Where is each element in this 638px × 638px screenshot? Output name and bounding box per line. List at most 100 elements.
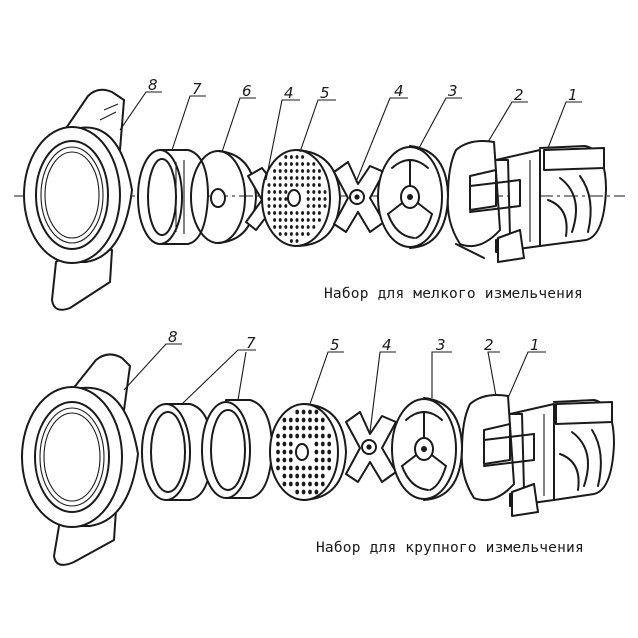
grid-hole bbox=[301, 176, 305, 180]
grid-hole bbox=[306, 232, 310, 236]
grid-hole bbox=[301, 425, 306, 431]
grid-hole bbox=[306, 169, 310, 173]
grid-hole bbox=[288, 473, 293, 479]
part-spoke-grid-top bbox=[377, 145, 449, 249]
grid-hole bbox=[289, 225, 293, 229]
callout-bottom-8: 8 bbox=[168, 328, 178, 346]
grid-hole bbox=[317, 176, 321, 180]
leaders-top bbox=[119, 91, 582, 183]
grid-hole bbox=[301, 225, 305, 229]
callout-top-4a: 4 bbox=[284, 84, 294, 102]
grid-hole bbox=[306, 183, 310, 187]
part-ring-top bbox=[137, 149, 209, 245]
grid-hole bbox=[288, 457, 293, 463]
grid-hole bbox=[308, 417, 312, 423]
grid-hole bbox=[289, 232, 293, 236]
grid-hole bbox=[273, 190, 277, 194]
grid-hole bbox=[306, 190, 310, 194]
grid-hole bbox=[278, 211, 282, 215]
callout-top-7: 7 bbox=[192, 80, 202, 98]
grid-hole bbox=[273, 218, 277, 222]
grid-hole bbox=[301, 169, 305, 173]
callout-top-2: 2 bbox=[514, 86, 524, 104]
grid-hole bbox=[314, 433, 319, 439]
grid-hole bbox=[317, 211, 321, 215]
grid-hole bbox=[306, 197, 310, 201]
grid-hole bbox=[320, 417, 325, 423]
grid-hole bbox=[278, 162, 282, 166]
grid-hole bbox=[314, 489, 319, 495]
grid-hole bbox=[288, 433, 293, 439]
grid-hole bbox=[295, 169, 299, 173]
grid-hole bbox=[312, 162, 316, 166]
leaders-bottom bbox=[123, 343, 546, 433]
grid-hole bbox=[288, 417, 293, 423]
grid-hole bbox=[267, 190, 271, 194]
part-grid-top bbox=[261, 149, 341, 247]
callouts-top: 8 7 6 4 5 4 3 2 1 bbox=[148, 76, 578, 104]
grid-hole bbox=[273, 169, 277, 173]
grid-hole bbox=[284, 183, 288, 187]
grid-hole bbox=[289, 169, 293, 173]
grid-hole bbox=[306, 176, 310, 180]
grid-holes-bottom bbox=[276, 409, 332, 495]
grid-hole bbox=[301, 211, 305, 215]
grid-hole bbox=[308, 409, 312, 415]
grid-hole bbox=[282, 465, 287, 471]
grid-hole bbox=[276, 433, 280, 439]
grid-hole bbox=[295, 239, 299, 243]
grid-hole bbox=[267, 211, 271, 215]
grid-hole bbox=[301, 183, 305, 187]
grid-hole bbox=[288, 465, 293, 471]
grid-hole bbox=[308, 433, 312, 439]
grid-hole bbox=[301, 465, 306, 471]
grid-hole bbox=[288, 441, 293, 447]
part-knife-bottom bbox=[345, 411, 397, 483]
grid-hole bbox=[301, 433, 306, 439]
grid-hole bbox=[295, 162, 299, 166]
grid-hole bbox=[312, 169, 316, 173]
grid-hole bbox=[276, 457, 280, 463]
grid-hole bbox=[314, 417, 319, 423]
grid-hole bbox=[312, 183, 316, 187]
grid-hole bbox=[282, 441, 287, 447]
grid-hole bbox=[295, 481, 300, 487]
grid-hole bbox=[323, 190, 327, 194]
grid-hole bbox=[295, 232, 299, 236]
grid-hole bbox=[317, 190, 321, 194]
grid-hole bbox=[278, 197, 282, 201]
grid-hole bbox=[327, 449, 332, 455]
grid-hole bbox=[312, 197, 316, 201]
grid-hole bbox=[284, 176, 288, 180]
grid-hole bbox=[323, 204, 327, 208]
grid-hole bbox=[289, 211, 293, 215]
grid-hole bbox=[295, 489, 300, 495]
grid-hole bbox=[273, 211, 277, 215]
grid-hole bbox=[278, 169, 282, 173]
grid-hole bbox=[306, 204, 310, 208]
grid-hole bbox=[295, 218, 299, 222]
grid-hole bbox=[282, 417, 287, 423]
grid-hole bbox=[273, 176, 277, 180]
grid-hole bbox=[295, 176, 299, 180]
grid-hole bbox=[327, 457, 332, 463]
grid-hole bbox=[278, 232, 282, 236]
grid-hole bbox=[289, 155, 293, 159]
grid-hole bbox=[273, 183, 277, 187]
callout-top-4b: 4 bbox=[394, 82, 404, 100]
part-nut-top bbox=[23, 88, 133, 311]
part-housing-top bbox=[446, 140, 607, 263]
grid-hole bbox=[314, 425, 319, 431]
grid-hole bbox=[278, 225, 282, 229]
grid-hole bbox=[314, 441, 319, 447]
grid-hole bbox=[320, 433, 325, 439]
part-knife-top-right bbox=[333, 161, 385, 233]
grid-hole bbox=[301, 162, 305, 166]
grid-hole bbox=[306, 225, 310, 229]
grid-hole bbox=[320, 473, 325, 479]
grid-hole bbox=[301, 409, 306, 415]
grid-hole bbox=[327, 433, 332, 439]
callout-top-1: 1 bbox=[568, 86, 578, 104]
